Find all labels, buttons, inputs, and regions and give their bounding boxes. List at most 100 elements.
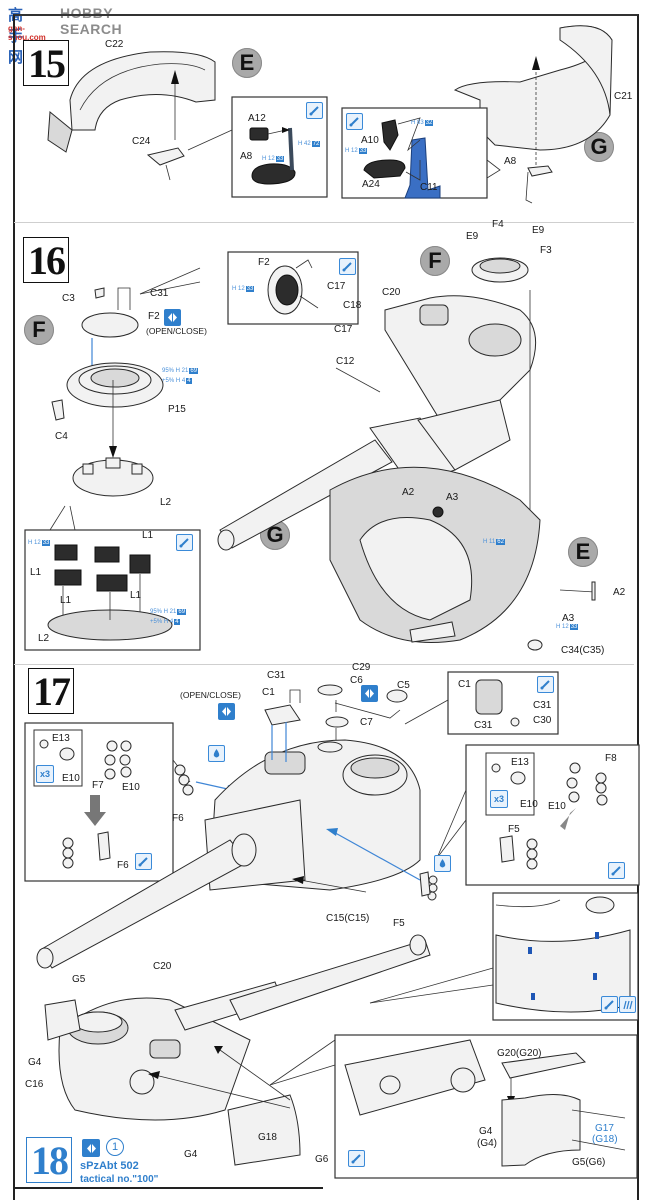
paintbrush-icon [176,534,193,551]
part-a2 [432,506,444,518]
label-f6-inset: F6 [117,860,129,871]
callout-g: G [584,132,614,162]
label-c4: C4 [55,431,68,442]
watermark-cn: 高手网 [8,7,24,66]
label-f2: F2 [148,311,160,322]
label-c17: C17 [334,324,353,335]
label-g4-inset: G4 [479,1126,493,1137]
label-g4: G4 [28,1057,42,1068]
label-e9: E9 [466,231,479,242]
label-l1: L1 [130,590,142,601]
step-15-drawing [47,25,613,204]
label-e13: E13 [52,733,70,744]
step-16-drawing [24,251,596,651]
label-c1-inset: C1 [458,679,471,690]
label-c20: C20 [153,961,172,972]
paintbrush-icon [348,1150,365,1167]
label-c31-inset: C31 [533,700,552,711]
marking-option-number: 1 [106,1138,124,1156]
paintbrush-icon [537,676,554,693]
label-f5: F5 [393,918,405,929]
part-c6 [317,684,343,696]
label-c29: C29 [352,662,371,673]
part-l1 [54,544,78,561]
label-open-close: (OPEN/CLOSE) [180,690,241,700]
step-number: 15 [23,40,69,86]
label-c34-c35: C34(C35) [561,645,605,656]
label-e9: E9 [532,225,545,236]
label-f2-inset: F2 [258,257,270,268]
label-f3: F3 [540,245,552,256]
label-g5-g6: G5(G6) [572,1157,606,1168]
label-l1: L1 [30,567,42,578]
part-l1 [96,574,128,592]
part-a8 [251,163,296,185]
step-number: 18 [26,1137,72,1183]
label-g18: G18 [258,1132,277,1143]
label-a3-right: A3 [562,613,575,624]
callout-f-left: F [24,315,54,345]
label-a8-right: A8 [504,156,517,167]
open-close-icon [361,685,378,702]
part-l1 [129,554,151,574]
part-g5-inset [501,1094,581,1167]
label-e10-right: E10 [520,799,538,810]
label-c24: C24 [132,136,151,147]
label-open-close: (OPEN/CLOSE) [146,326,207,336]
paintbrush-icon [346,113,363,130]
weathering-icon [619,996,636,1013]
paintbrush-icon [601,996,618,1013]
page-frame-bottom [13,1187,323,1189]
paintbrush-icon [339,258,356,275]
step-number: 16 [23,237,69,283]
label-g20: G20(G20) [497,1048,542,1059]
label-c18: C18 [343,300,362,311]
part-c34 [527,639,543,651]
label-a3: A3 [446,492,459,503]
part-g6 [227,1094,301,1166]
step-number: 17 [28,668,74,714]
label-f8: F8 [605,753,617,764]
part-c4 [51,399,65,421]
label-c16: C16 [25,1079,44,1090]
label-f7: F7 [92,780,104,791]
label-a2: A2 [402,487,415,498]
label-g5: G5 [72,974,86,985]
part-g20 [501,1052,587,1079]
paintbrush-icon [306,102,323,119]
marking-unit: sPzAbt 502 [80,1160,139,1172]
step-divider [14,664,634,665]
label-f5-inset: F5 [508,824,520,835]
step-divider [14,222,634,223]
label-l1: L1 [142,530,154,541]
label-c20: C20 [382,287,401,298]
part-c11 [404,137,441,199]
label-e13-right: E13 [511,757,529,768]
label-l2: L2 [160,497,172,508]
part-a10 [381,119,399,151]
label-a12: A12 [248,113,266,124]
part-c24 [146,147,185,166]
label-c7: C7 [360,717,373,728]
label-g17: G17 [595,1123,614,1134]
label-c31: C31 [267,670,286,681]
part-l1 [54,569,82,586]
part-c22 [69,51,216,131]
label-c21: C21 [614,91,633,102]
glue-drop-icon [208,745,225,762]
label-e10-right: E10 [548,801,566,812]
open-close-icon [164,309,181,326]
label-c6: C6 [350,675,363,686]
label-f6: F6 [172,813,184,824]
label-a10: A10 [361,135,379,146]
label-c1: C1 [262,687,275,698]
part-c3 [94,287,105,299]
label-c15: C15(C15) [326,913,370,924]
watermark-site: gan-shou.com [8,24,46,42]
open-close-icon [82,1139,100,1157]
